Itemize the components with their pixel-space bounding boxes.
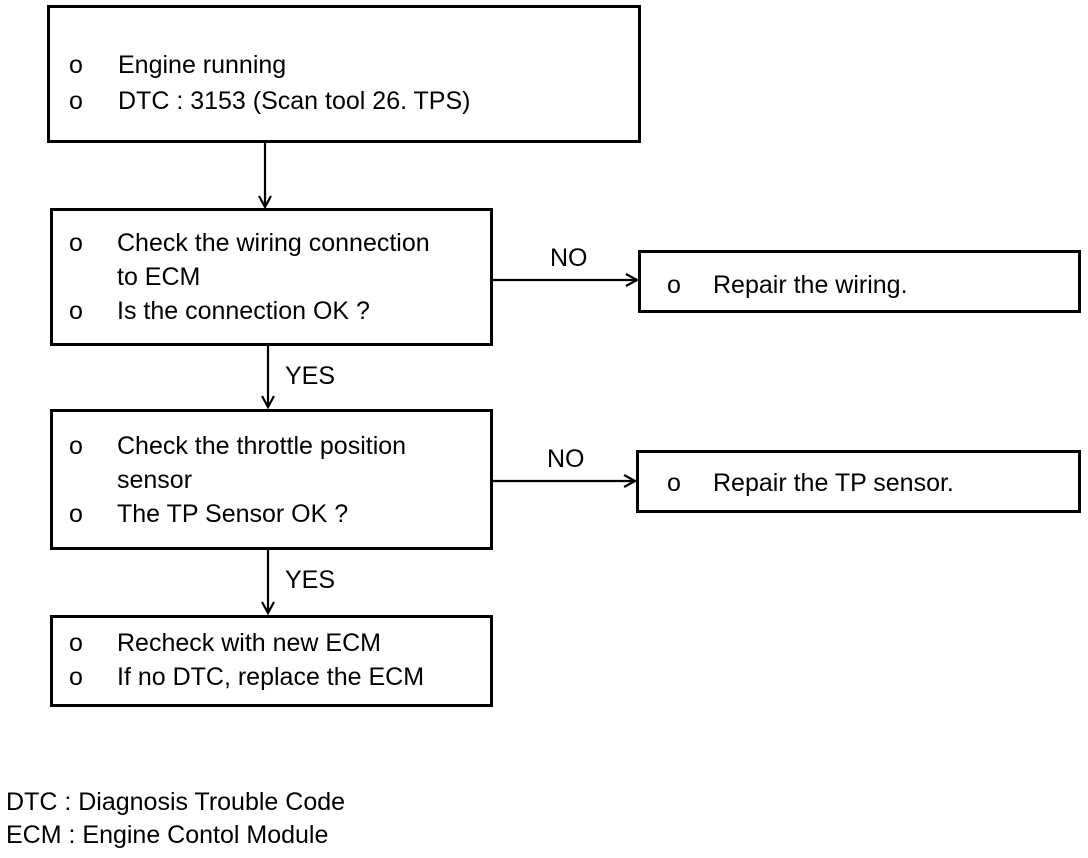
yes-label: YES — [285, 362, 336, 390]
step-text: DTC : 3153 (Scan tool 26. TPS) — [118, 87, 471, 115]
step-text: Recheck with new ECM — [117, 629, 381, 657]
step-text: The TP Sensor OK ? — [117, 500, 349, 528]
step-text: Check the wiring connection — [117, 229, 430, 257]
step-text: Repair the TP sensor. — [713, 469, 954, 497]
bullet: o — [69, 663, 83, 691]
legend-dtc: DTC : Diagnosis Trouble Code — [6, 788, 346, 816]
start-box: o Engine running o DTC : 3153 (Scan tool… — [47, 5, 641, 143]
step-text: sensor — [117, 466, 193, 494]
bullet: o — [667, 469, 681, 497]
bullet: o — [69, 229, 83, 257]
yes-label: YES — [285, 566, 336, 594]
bullet: o — [69, 51, 83, 79]
bullet: o — [69, 297, 83, 325]
step-text: to ECM — [117, 263, 201, 291]
tp-check-box: o Check the throttle position sensor o T… — [50, 409, 493, 550]
bullet: o — [69, 500, 83, 528]
step-text: If no DTC, replace the ECM — [117, 663, 425, 691]
step-text: Engine running — [118, 51, 287, 79]
no-label: NO — [547, 445, 585, 473]
step-text: Is the connection OK ? — [117, 297, 370, 325]
bullet: o — [69, 432, 83, 460]
step-text: Check the throttle position — [117, 432, 407, 460]
repair-tp-box: o Repair the TP sensor. — [636, 450, 1081, 513]
repair-wiring-box: o Repair the wiring. — [638, 250, 1081, 313]
no-label: NO — [550, 244, 588, 272]
legend-ecm: ECM : Engine Contol Module — [6, 821, 329, 849]
step-text: Repair the wiring. — [713, 271, 908, 299]
bullet: o — [69, 87, 83, 115]
bullet: o — [667, 271, 681, 299]
final-box: o Recheck with new ECM o If no DTC, repl… — [50, 615, 493, 707]
wiring-check-box: o Check the wiring connection to ECM o I… — [50, 208, 493, 346]
bullet: o — [69, 629, 83, 657]
